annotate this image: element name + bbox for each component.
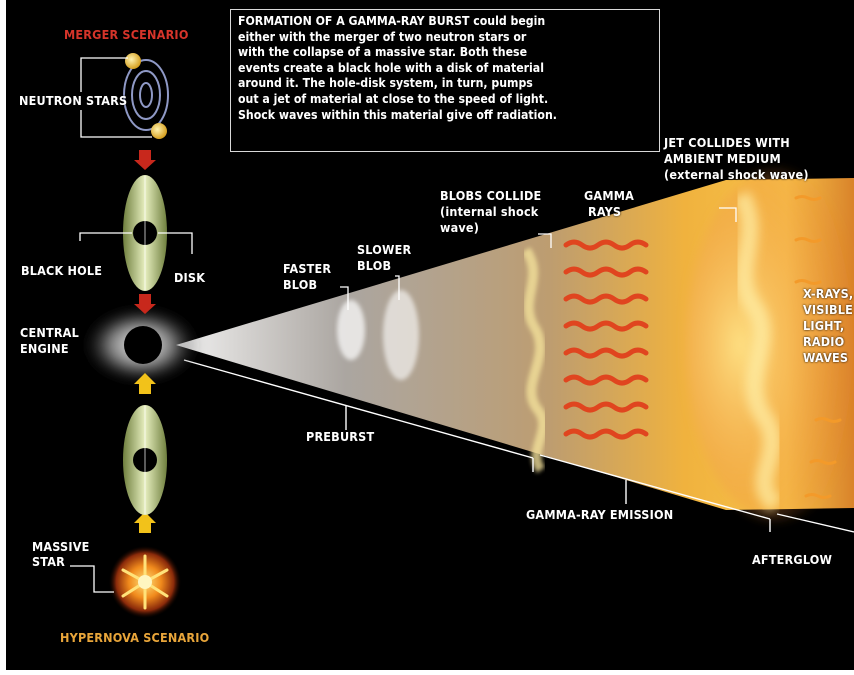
intro-line: events create a black hole with a disk o…: [238, 61, 652, 77]
emissions-label-line3: LIGHT,: [803, 319, 844, 333]
intro-line: either with the merger of two neutron st…: [238, 30, 652, 46]
central-engine-label-line1: CENTRAL: [20, 326, 79, 340]
massive-star-label-line1: MASSIVE: [32, 540, 90, 554]
intro-line: Shock waves within this material give of…: [238, 108, 652, 124]
neutron-star-orbit: [124, 60, 168, 130]
gamma-rays-label-line1: GAMMA: [584, 189, 634, 203]
blobs-collide-label-line2: (internal shock: [440, 205, 538, 219]
massive-star-label-line2: STAR: [32, 555, 65, 569]
jet-collides-label-line2: AMBIENT MEDIUM: [664, 152, 781, 166]
faster-blob-label-line2: BLOB: [283, 278, 317, 292]
emissions-label-line2: VISIBLE: [803, 303, 853, 317]
neutron-star-top: [125, 53, 141, 69]
jet-collides-label-line3: (external shock wave): [664, 168, 809, 182]
faster-blob-label-line1: FASTER: [283, 262, 331, 276]
blobs-collide-label-line1: BLOBS COLLIDE: [440, 189, 541, 203]
gamma-ray-emission-label: GAMMA-RAY EMISSION: [526, 508, 673, 522]
faster-blob-shape: [337, 300, 365, 360]
slower-blob-label-line1: SLOWER: [357, 243, 411, 257]
intro-line: around it. The hole-disk system, in turn…: [238, 76, 652, 92]
intro-line: FORMATION OF A GAMMA-RAY BURST could beg…: [238, 14, 652, 30]
intro-line: out a jet of material at close to the sp…: [238, 92, 652, 108]
neutron-star-bottom: [151, 123, 167, 139]
slower-blob-label-line2: BLOB: [357, 259, 391, 273]
merger-scenario-label: MERGER SCENARIO: [64, 28, 189, 42]
preburst-label: PREBURST: [306, 430, 374, 444]
emissions-label-line5: WAVES: [803, 351, 848, 365]
disk-label: DISK: [174, 271, 205, 285]
gamma-ray-burst-diagram: FORMATION OF A GAMMA-RAY BURST could beg…: [6, 0, 854, 670]
intro-line: with the collapse of a massive star. Bot…: [238, 45, 652, 61]
hypernova-scenario-label: HYPERNOVA SCENARIO: [60, 631, 209, 645]
blobs-collide-label-line3: wave): [440, 221, 479, 235]
neutron-stars-label: NEUTRON STARS: [19, 94, 127, 108]
central-engine-label-line2: ENGINE: [20, 342, 69, 356]
central-black-hole: [124, 326, 162, 364]
afterglow-label: AFTERGLOW: [752, 553, 832, 567]
intro-text-box: FORMATION OF A GAMMA-RAY BURST could beg…: [230, 9, 660, 152]
emissions-label-line4: RADIO: [803, 335, 844, 349]
emissions-label-line1: X-RAYS,: [803, 287, 853, 301]
gamma-rays-label-line2: RAYS: [588, 205, 621, 219]
black-hole-label: BLACK HOLE: [21, 264, 102, 278]
slower-blob-shape: [383, 290, 419, 380]
jet-collides-label-line1: JET COLLIDES WITH: [664, 136, 790, 150]
